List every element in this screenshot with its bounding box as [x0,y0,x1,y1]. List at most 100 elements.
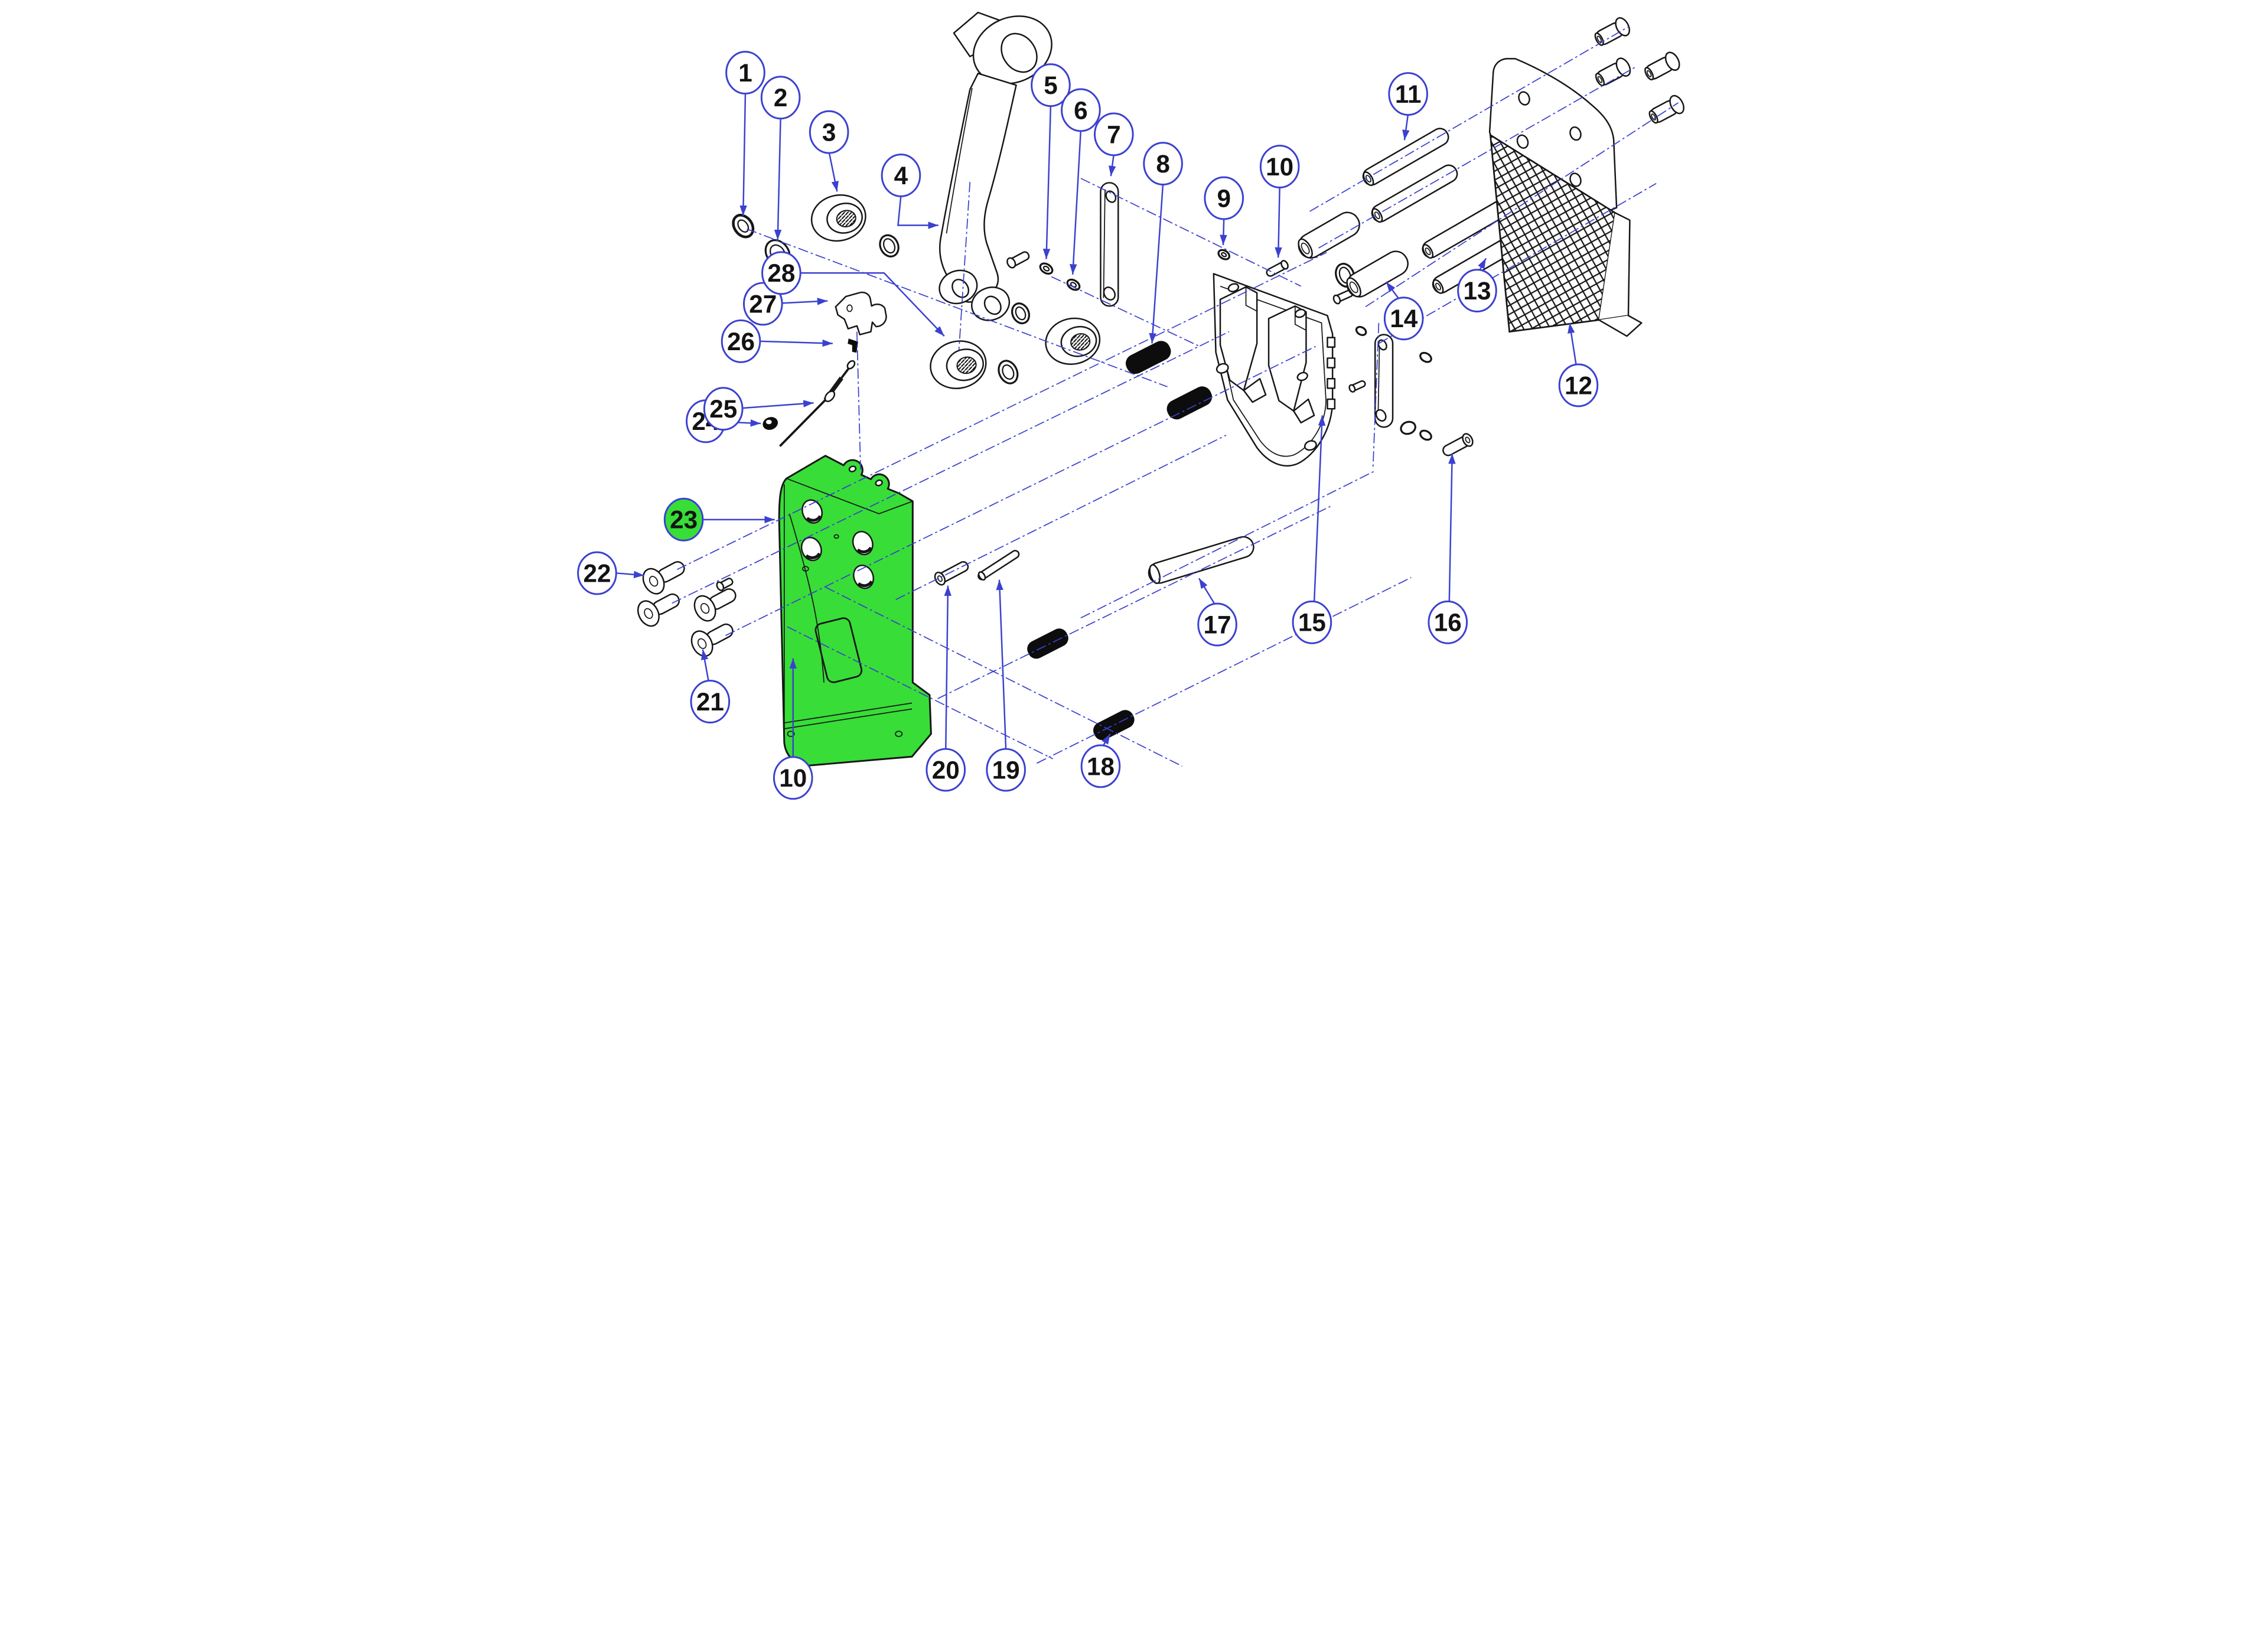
leader-line-19 [996,579,1007,751]
leader-line-8 [1149,183,1164,344]
o-ring-1 [732,214,755,239]
cam-plate-15 [1213,273,1336,467]
balloon-number: 16 [1434,609,1462,637]
leader-line-26 [761,339,833,347]
pan-screw-4 [1648,94,1684,124]
center-line-6 [1036,577,1412,764]
pin-26 [848,338,858,353]
balloon-number: 25 [709,395,737,423]
leader-line-7 [1108,154,1116,177]
balloon-20: 20 [926,585,966,792]
center-line-12 [1309,25,1630,212]
hammer-arm [939,11,1052,321]
balloon-14: 14 [1383,281,1424,341]
leader-line-28 [801,272,945,337]
screw-16 [1442,433,1474,456]
pin-19 [977,550,1020,581]
button-screw-arm [1006,251,1030,269]
center-line-14 [1365,102,1679,308]
balloon-10: 10 [773,658,813,800]
pan-screw-1 [1594,17,1631,46]
center-line-3 [747,228,1168,387]
balloon-circle [1558,363,1599,407]
pan-screw-2 [1595,57,1631,87]
rod-25 [779,360,856,447]
balloon-22: 22 [577,551,644,595]
leader-line-10 [1275,186,1282,258]
nut-24 [762,417,778,430]
link-7 [1100,182,1119,307]
balloon-number: 22 [583,559,611,587]
leader-line-21 [700,649,710,682]
balloon-19: 19 [986,579,1026,792]
balloon-number: 11 [1395,80,1422,108]
balloon-27: 27 [743,282,828,326]
screw-22b [637,593,680,627]
balloon-number: 13 [1463,277,1491,305]
balloon-number: 7 [1107,120,1120,148]
balloon-circle [1457,269,1497,313]
balloon-16: 16 [1428,453,1468,644]
balloon-11: 11 [1388,72,1428,141]
o-ring-center [998,360,1019,384]
balloon-6: 6 [1061,88,1101,275]
leader-line-25 [743,400,814,409]
balloon-3: 3 [809,110,849,192]
balloon-number: 15 [1298,609,1326,637]
washer-9 [1217,249,1231,260]
leader-line-27 [783,298,828,305]
balloon-circle [761,251,801,295]
balloon-circle [721,319,761,363]
balloon-circle [1204,176,1244,220]
balloon-number: 28 [767,259,795,287]
link-15 [1374,334,1394,428]
washer-arm-upper [879,234,900,257]
washer-link15-bottom [1419,429,1432,441]
balloon-number: 10 [1266,153,1293,181]
bearing-3 [810,194,866,242]
center-line-18 [1372,322,1380,470]
balloon-number: 17 [1204,611,1231,638]
balloon-21: 21 [690,649,731,723]
balloon-circle [760,76,801,120]
leader-line-12 [1568,322,1577,366]
balloon-number: 23 [670,506,698,534]
housing-hole [853,565,875,589]
leader-line-2 [774,117,782,240]
balloon-25: 25 [703,387,814,431]
leader-line-4 [897,195,939,229]
balloon-circle [1292,600,1332,644]
balloon-number: 21 [696,688,724,716]
balloon-15: 15 [1292,415,1332,644]
center-line-9 [895,435,1227,601]
balloon-28: 28 [761,251,945,337]
balloon-circle [1383,296,1424,341]
balloon-circle [773,756,813,800]
leader-line-9 [1220,218,1227,246]
balloon-5: 5 [1031,63,1071,259]
leader-line-20 [944,585,951,751]
leader-line-18 [1102,733,1111,747]
washer-link15-right [1419,351,1432,363]
screw-21b [693,588,737,622]
screw-10-top [1266,260,1289,277]
spring-8 [1125,341,1213,420]
balloon-number: 8 [1156,150,1170,178]
screw-20 [934,561,969,586]
balloon-circle [725,51,765,94]
balloon-number: 10 [779,764,807,792]
center-line-0 [677,252,1327,570]
balloon-circle [1080,744,1121,788]
mesh-pad-12 [1489,133,1643,337]
leader-line-17 [1198,578,1216,605]
balloon-circle [1259,145,1300,189]
washer-5 [1039,262,1054,275]
leader-line-15 [1313,415,1326,603]
screw-21 [690,623,734,657]
button-screw-small [716,578,734,591]
leader-line-5 [1042,105,1052,259]
balloon-number: 3 [822,119,836,146]
latch-27 [835,291,887,335]
